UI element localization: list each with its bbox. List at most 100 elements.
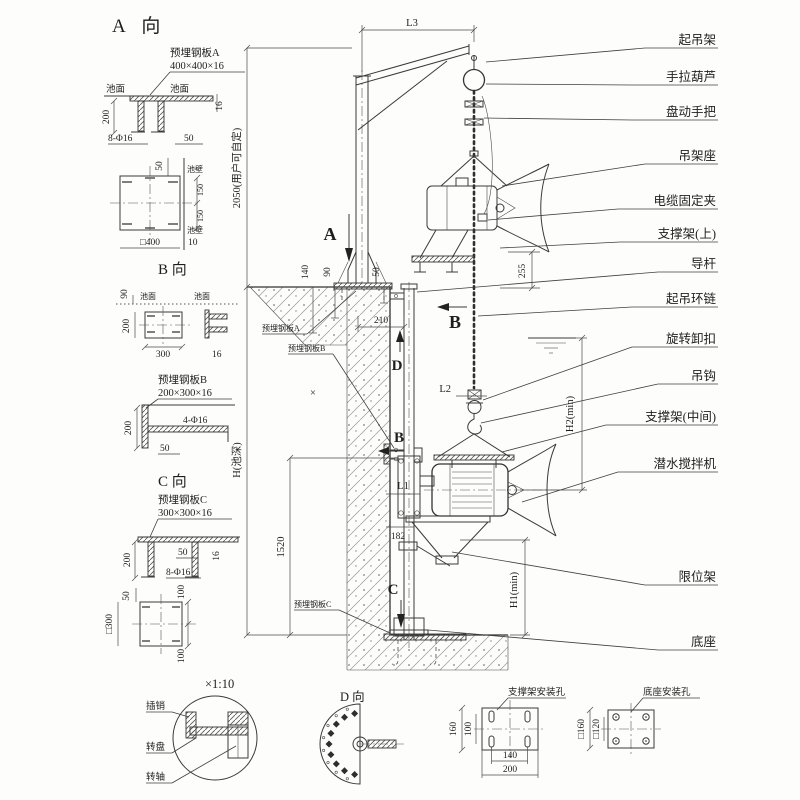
turntable-detail: ×1:10 插销 转盘 转轴 (146, 677, 258, 784)
view-c-title: C 向 (158, 473, 187, 490)
callout-turning-handle: 盘动手把 (666, 104, 717, 119)
detail-turntable-label: 转盘 (146, 741, 166, 753)
view-a-detail: A 向 预埋钢板A 400×400×16 池面 池面 200 16 8-Φ16 … (102, 15, 245, 145)
section-b-lower-letter: B (394, 430, 404, 446)
jib-arm (355, 44, 470, 131)
plate-a-pitch: 50 (184, 134, 194, 144)
section-b-surface-right: 池面 (194, 291, 210, 301)
support-holes-detail: 支撑架安装孔 160 100 140 200 (449, 686, 566, 778)
plate-c-ref-label: 预埋钢板C (294, 599, 331, 609)
plate-a-size: 400×400×16 (170, 61, 224, 72)
plate-a-plan-offset: 50 (155, 161, 165, 171)
plate-a-plan-view: 50 池壁 池壁 150 150 □400 10 (110, 158, 205, 250)
dim-h1: H1(min) (509, 571, 520, 608)
support-holes-160: 160 (449, 722, 459, 737)
section-b-thick: 16 (212, 350, 222, 360)
view-d-title: D 向 (340, 689, 365, 704)
view-d-plan: D 向 (319, 689, 404, 785)
plate-a-plan-gap: 10 (188, 238, 198, 248)
submersible-mixer (397, 443, 564, 567)
plate-a-ref-label: 预埋钢板A (262, 323, 300, 333)
hook (467, 413, 482, 435)
support-holes-140: 140 (503, 751, 518, 761)
section-b-height: 200 (122, 319, 132, 334)
section-b-surface-left: 池面 (140, 291, 156, 301)
section-b-width: 300 (156, 350, 171, 360)
plate-c-plan-square: □300 (105, 614, 115, 634)
plate-references: 预埋钢板A 预埋钢板B × 预埋钢板C (262, 290, 395, 634)
view-c-detail: C 向 预埋钢板C 300×300×16 200 50 16 8-Φ16 (123, 473, 240, 582)
dim-210: 210 (374, 316, 389, 326)
base-holes-160: □160 (577, 719, 587, 739)
callout-chain-block: 手拉葫芦 (666, 69, 716, 84)
section-a-letter: A (324, 224, 337, 244)
support-holes-title: 支撑架安装孔 (508, 686, 566, 698)
plate-a-name: 预埋钢板A (170, 46, 220, 59)
dim-1520: 1520 (276, 537, 287, 558)
base-assembly (383, 617, 467, 665)
chain-hoist (462, 55, 486, 92)
view-b-detail: B 向 90 池面 池面 200 300 16 (116, 261, 240, 360)
section-c-letter: C (388, 582, 399, 598)
plate-b-depth: 200 (124, 421, 134, 436)
section-b-upper-letter: B (449, 312, 461, 332)
wall-label-top: 池壁 (187, 164, 203, 174)
dim-255: 255 (518, 264, 528, 279)
view-a-title: A 向 (112, 15, 166, 37)
plate-a-plan-150b: 150 (196, 210, 205, 222)
plate-a-bolts: 8-Φ16 (108, 134, 133, 144)
plate-c-size: 300×300×16 (158, 508, 212, 519)
dim-182: 182 (391, 532, 406, 542)
plate-c-thick: 16 (212, 551, 222, 561)
dim-2050: 2050(用户可自定) (230, 127, 243, 208)
plate-c-plan-offset: 50 (122, 591, 132, 601)
callout-support-upper: 支撑架(上) (658, 226, 716, 241)
section-marks: A B D B C (324, 214, 467, 628)
hoist-mast (333, 70, 393, 301)
callout-base: 底座 (691, 634, 716, 649)
callout-labels: 起吊架 手拉葫芦 盘动手把 吊架座 电缆固定夹 支撑架(上) 导杆 起吊环链 旋… (416, 33, 718, 651)
callout-lifting-chain: 起吊环链 (666, 291, 717, 306)
plate-b-ref-label: 预埋钢板B (288, 343, 325, 353)
water-level-mark (528, 337, 576, 354)
dim-l2: L2 (439, 384, 451, 395)
dim-90: 90 (323, 267, 333, 277)
pool-structure (247, 286, 509, 671)
section-d-letter: D (392, 358, 403, 374)
dim-l3: L3 (406, 18, 418, 29)
base-holes-detail: 底座安装孔 □160 □120 (577, 686, 700, 755)
base-holes-120: □120 (592, 719, 602, 739)
callout-swivel-shackle: 旋转卸扣 (666, 331, 716, 346)
view-b-title: B 向 (158, 261, 187, 278)
callout-support-middle: 支撑架(中间) (645, 409, 716, 424)
dim-50: 50 (372, 267, 382, 277)
scale-note: ×1:10 (205, 677, 234, 691)
support-holes-100: 100 (464, 722, 474, 737)
plate-b-pitch: 50 (160, 444, 170, 454)
plate-a-plan-150a: 150 (196, 184, 205, 196)
base-holes-title: 底座安装孔 (643, 686, 691, 698)
detail-shaft-label: 转轴 (146, 771, 165, 783)
plate-c-pitch: 50 (178, 548, 188, 558)
dim-l1: L1 (397, 481, 409, 492)
callout-cable-clamp: 电缆固定夹 (653, 193, 716, 208)
plate-c-bolts: 8-Φ16 (166, 568, 191, 578)
plate-c-depth: 200 (123, 553, 133, 568)
plate-a-plan-square: □400 (140, 238, 160, 248)
detail-pin-label: 插销 (146, 700, 166, 712)
anchor-x-mark: × (310, 388, 316, 399)
support-frame-middle (433, 433, 515, 468)
support-holes-200: 200 (503, 765, 518, 775)
plate-a-thick: 16 (215, 101, 225, 111)
dim-140: 140 (301, 265, 311, 280)
plate-b-detail: 预埋钢板B 200×300×16 200 4-Φ16 50 (124, 373, 235, 455)
plate-a-surface-right: 池面 (170, 83, 189, 95)
plate-c-plan-100a: 100 (177, 585, 187, 600)
mixer-stored (411, 95, 550, 273)
plate-b-bolts: 4-Φ16 (183, 416, 208, 426)
dim-h2: H2(min) (565, 395, 576, 432)
callout-submersible-mixer: 潜水搅拌机 (653, 456, 716, 471)
plate-a-depth: 200 (102, 110, 112, 125)
